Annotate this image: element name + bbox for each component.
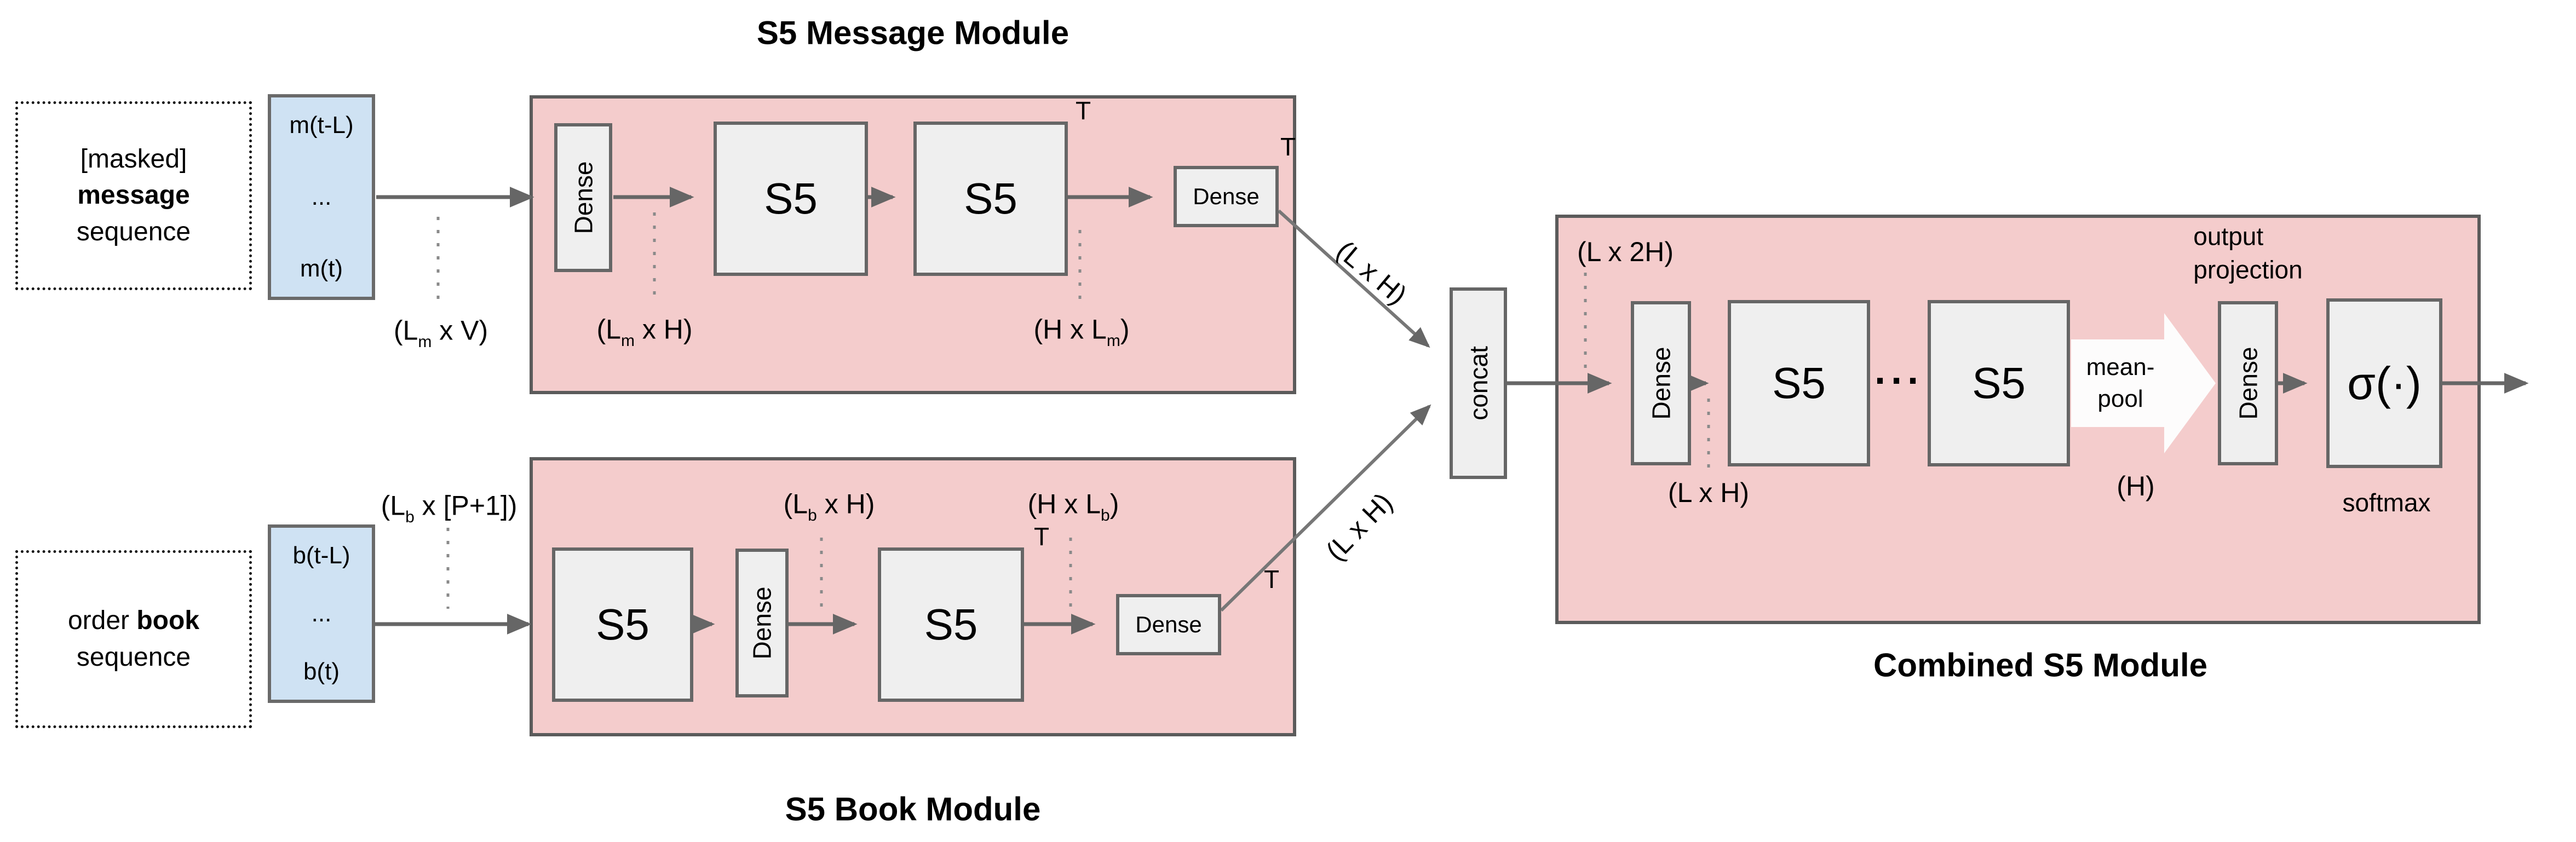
dim-combined-in: (L x 2H) [1577,237,1674,267]
dim-msg-hidden: (Lm x H) [596,314,693,350]
output-projection-label: output projection [2193,222,2303,284]
message-s5-2: S5 [913,122,1068,276]
order-book-label: order book [67,606,200,636]
book-module-title: S5 Book Module [785,791,1041,828]
dim-book-out: (H x Lb) [1027,488,1119,524]
message-dense-transpose: T [1280,132,1296,161]
sequence-label: sequence [76,217,191,246]
order-book-sequence-box: order book sequence [15,550,252,728]
book-dense-out: Dense [1116,594,1221,655]
combined-s5-2: S5 [1928,300,2070,466]
dim-pooled: (H) [2117,471,2155,501]
message-seq-bottom: m(t) [300,255,343,282]
softmax-label: softmax [2342,488,2431,517]
book-seq-ellipsis: ... [311,600,332,627]
combined-module-title: Combined S5 Module [1873,647,2208,684]
combined-dense-in: Dense [1631,301,1691,465]
dim-msg-out: (H x Lm) [1033,314,1130,350]
message-s5-transpose: T [1075,96,1091,125]
message-s5-1: S5 [714,122,868,276]
message-dense-in: Dense [554,123,612,272]
sigma-softmax-block: σ(·) [2326,298,2442,468]
book-seq-top: b(t-L) [292,542,350,569]
masked-message-sequence-box: [masked] message sequence [15,101,252,290]
message-seq-ellipsis: ... [311,183,332,210]
masked-label: [masked] [80,145,187,174]
book-dense-transpose: T [1263,565,1280,593]
dim-msg-in: (Lm x V) [393,315,488,351]
dim-book-in: (Lb x [P+1]) [381,490,518,526]
message-sequence-input: m(t-L) ... m(t) [268,94,375,300]
message-seq-top: m(t-L) [289,112,354,139]
dim-combined-hidden: (L x H) [1668,477,1750,508]
concat-block: concat [1450,287,1507,479]
combined-s5-ellipsis: ··· [1875,359,1924,403]
book-dense-mid: Dense [735,549,789,697]
dim-book-hidden: (Lb x H) [783,488,875,524]
mean-pool-label: mean- pool [2086,353,2155,412]
book-s5-2: S5 [878,547,1024,702]
mean-pool-arrow [2071,313,2216,453]
book-seq-bottom: b(t) [303,658,340,685]
book-sequence-input: b(t-L) ... b(t) [268,524,375,703]
message-module-container [530,95,1296,394]
book-s5-transpose: T [1033,522,1050,551]
book-s5-1: S5 [552,547,693,702]
sequence-label-book: sequence [76,642,191,672]
message-dense-out: Dense [1174,166,1279,227]
message-module-title: S5 Message Module [756,14,1070,51]
message-label: message [77,181,190,210]
combined-s5-1: S5 [1728,300,1870,466]
combined-dense-out: Dense [2218,301,2278,465]
